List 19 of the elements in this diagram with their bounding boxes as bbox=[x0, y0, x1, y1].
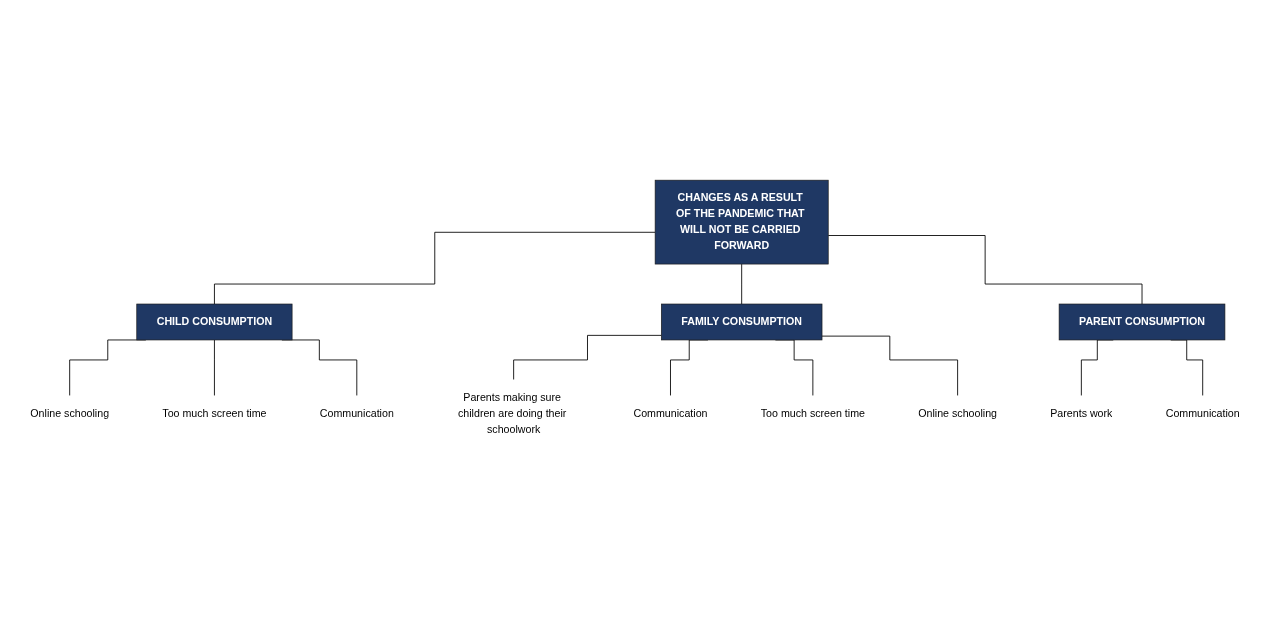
node-box: CHILD CONSUMPTION bbox=[136, 303, 293, 340]
node-box: FAMILY CONSUMPTION bbox=[661, 303, 823, 340]
node-box: PARENT CONSUMPTION bbox=[1058, 303, 1226, 340]
node-text: Online schooling bbox=[30, 407, 110, 419]
node-text: Too much screen time bbox=[162, 407, 267, 419]
connector bbox=[741, 263, 743, 304]
node-text: Parents work bbox=[1050, 407, 1113, 419]
connector bbox=[214, 339, 215, 396]
connector bbox=[827, 234, 1143, 304]
node-text: Communication bbox=[633, 407, 708, 419]
connector bbox=[513, 334, 662, 380]
node-text: Parents making sure children are doing their schoolwork bbox=[457, 391, 567, 435]
connector bbox=[821, 335, 959, 396]
connector bbox=[214, 231, 656, 304]
node-box: CHANGES AS A RESULT OF THE PANDEMIC THAT WILL NOT BE CARRIED FORWARD bbox=[654, 179, 829, 264]
node-text: Online schooling bbox=[918, 407, 997, 419]
node-text: Communication bbox=[319, 407, 394, 419]
node-text: Too much screen time bbox=[760, 407, 865, 419]
node-text: Communication bbox=[1165, 407, 1240, 419]
